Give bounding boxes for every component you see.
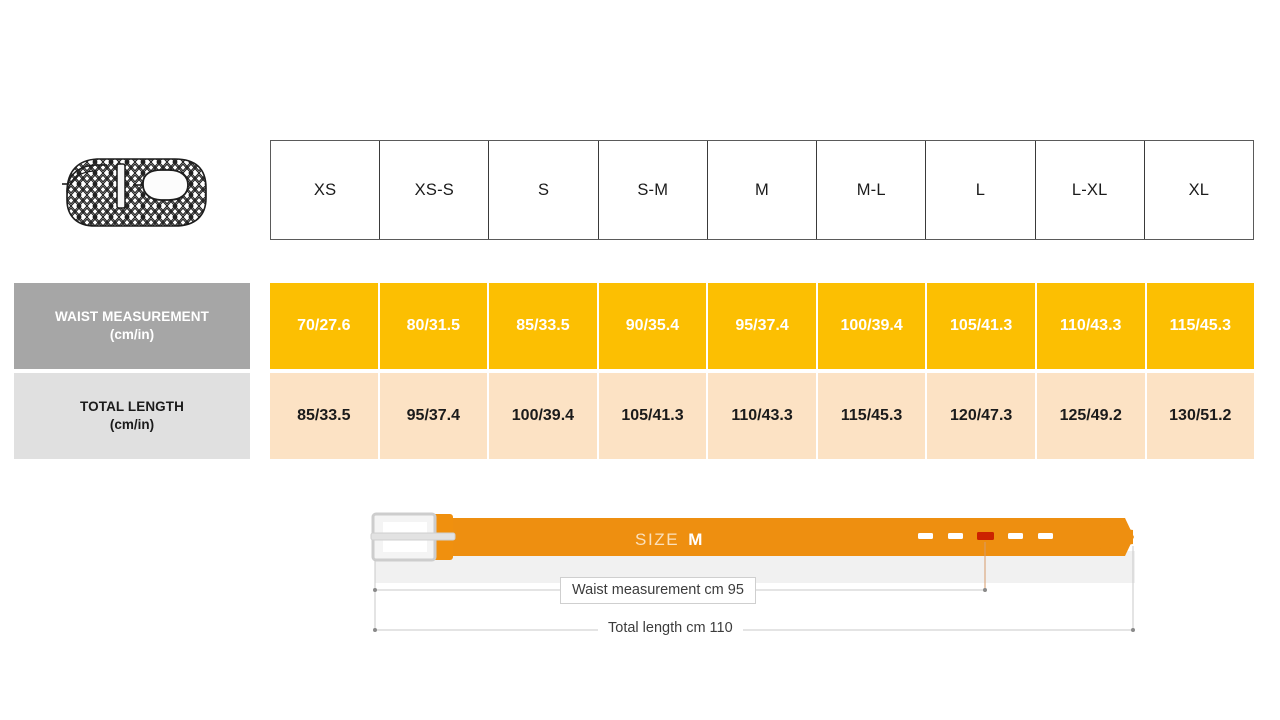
total-length-row: TOTAL LENGTH (cm/in) 85/33.5 95/37.4 100… bbox=[14, 373, 1255, 459]
waist-label-line1: WAIST MEASUREMENT bbox=[55, 308, 209, 324]
waist-cell-6: 105/41.3 bbox=[927, 283, 1037, 369]
belt-hole-0 bbox=[918, 533, 933, 539]
waist-measurement-row: WAIST MEASUREMENT (cm/in) 70/27.6 80/31.… bbox=[14, 283, 1255, 369]
total-length-label-line2: (cm/in) bbox=[109, 417, 155, 432]
waist-cell-3: 90/35.4 bbox=[598, 283, 709, 369]
waist-cell-2: 85/33.5 bbox=[489, 283, 599, 369]
size-header-cell-0: XS bbox=[271, 141, 381, 239]
waist-value-cells: 70/27.6 80/31.5 85/33.5 90/35.4 95/37.4 … bbox=[270, 283, 1255, 369]
total-length-label-line1: TOTAL LENGTH bbox=[80, 398, 184, 414]
waist-cell-8: 115/45.3 bbox=[1146, 283, 1255, 369]
length-cell-7: 125/49.2 bbox=[1036, 373, 1147, 459]
belt-hole-1 bbox=[948, 533, 963, 539]
length-cell-8: 130/51.2 bbox=[1146, 373, 1255, 459]
belt-side-view-icon bbox=[355, 500, 1155, 650]
size-header-cell-7: L-XL bbox=[1036, 141, 1145, 239]
belt-hole-3 bbox=[1008, 533, 1023, 539]
size-header-cell-1: XS-S bbox=[380, 141, 490, 239]
woven-braided-belt-icon bbox=[55, 140, 215, 240]
length-cell-3: 105/41.3 bbox=[598, 373, 709, 459]
waist-measurement-label: WAIST MEASUREMENT (cm/in) bbox=[14, 283, 250, 369]
length-cell-0: 85/33.5 bbox=[270, 373, 380, 459]
belt-hole-4 bbox=[1038, 533, 1053, 539]
size-header-cell-4: M bbox=[708, 141, 818, 239]
size-header-cell-5: M-L bbox=[817, 141, 927, 239]
waist-cell-5: 100/39.4 bbox=[817, 283, 928, 369]
length-cell-1: 95/37.4 bbox=[379, 373, 490, 459]
total-length-dimension-label: Total length cm 110 bbox=[598, 618, 743, 638]
waist-cell-0: 70/27.6 bbox=[270, 283, 380, 369]
length-cell-5: 115/45.3 bbox=[817, 373, 928, 459]
length-cell-2: 100/39.4 bbox=[489, 373, 599, 459]
size-header-cell-6: L bbox=[926, 141, 1036, 239]
total-length-value-cells: 85/33.5 95/37.4 100/39.4 105/41.3 110/43… bbox=[270, 373, 1255, 459]
size-header-cell-3: S-M bbox=[599, 141, 708, 239]
waist-dimension-label: Waist measurement cm 95 bbox=[560, 577, 756, 604]
size-header-table: XS XS-S S S-M M M-L L L-XL XL bbox=[270, 140, 1254, 240]
length-cell-4: 110/43.3 bbox=[708, 373, 818, 459]
size-header-cell-2: S bbox=[489, 141, 599, 239]
size-header-cell-8: XL bbox=[1188, 180, 1210, 199]
belt-hole-active bbox=[977, 532, 994, 540]
waist-label-line2: (cm/in) bbox=[109, 327, 155, 342]
waist-cell-1: 80/31.5 bbox=[379, 283, 490, 369]
total-length-label: TOTAL LENGTH (cm/in) bbox=[14, 373, 250, 459]
length-cell-6: 120/47.3 bbox=[927, 373, 1037, 459]
waist-cell-4: 95/37.4 bbox=[708, 283, 818, 369]
waist-cell-7: 110/43.3 bbox=[1036, 283, 1147, 369]
